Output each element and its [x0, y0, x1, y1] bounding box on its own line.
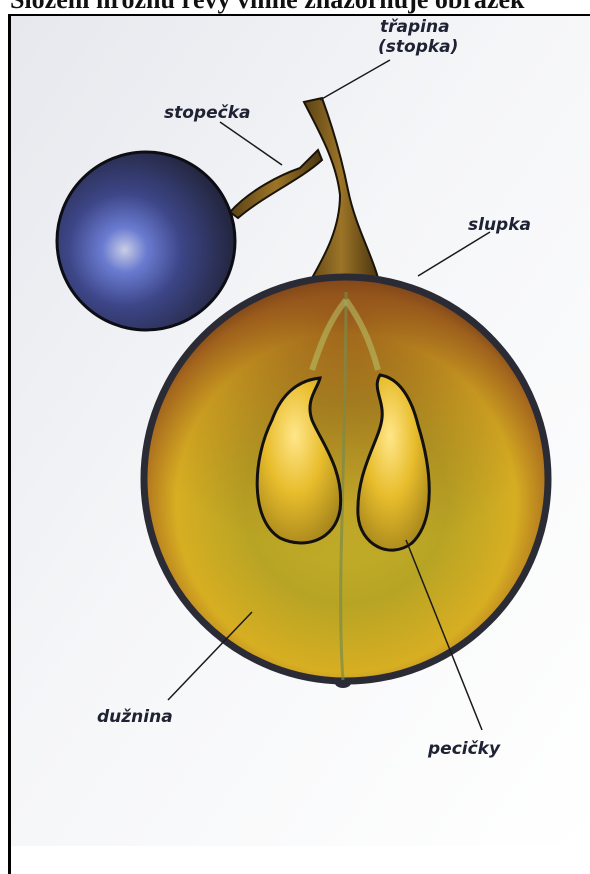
small-berry: [57, 152, 235, 330]
label-trapina: třapina: [380, 17, 450, 37]
label-slupka: slupka: [468, 215, 531, 235]
label-stopecka: stopečka: [164, 103, 250, 123]
label-pecicky: pecičky: [427, 739, 501, 759]
grape-diagram: třapina (stopka) stopečka slupka dužnina…: [0, 0, 590, 846]
label-duznina: dužnina: [97, 707, 173, 727]
label-stopka: (stopka): [378, 37, 458, 57]
